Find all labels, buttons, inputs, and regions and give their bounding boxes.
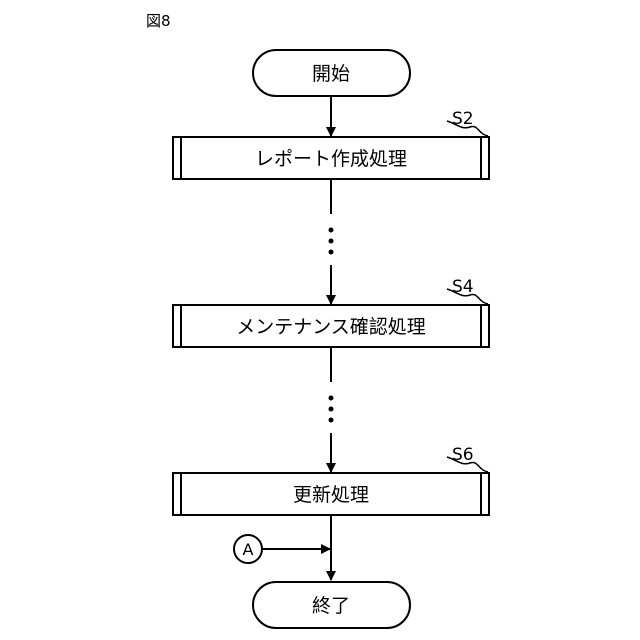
step-id-s2: S2	[452, 109, 474, 129]
process-box-s4: メンテナンス確認処理	[173, 305, 489, 347]
process-label-s6: 更新処理	[293, 484, 369, 506]
figure-label: 図8	[146, 12, 171, 30]
connector-label: A	[243, 540, 254, 559]
end-label: 終了	[312, 595, 350, 617]
connector-a: A	[234, 535, 262, 563]
process-label-s2: レポート作成処理	[255, 148, 407, 170]
step-id-s6: S6	[452, 445, 474, 465]
start-label: 開始	[312, 63, 350, 85]
process-box-s2: レポート作成処理	[173, 137, 489, 179]
process-box-s6: 更新処理	[173, 473, 489, 515]
step-id-s4: S4	[452, 277, 474, 297]
continuation-dots	[329, 228, 334, 255]
start-terminal: 開始	[253, 50, 410, 96]
continuation-dots	[329, 396, 334, 423]
end-terminal: 終了	[253, 582, 410, 628]
process-label-s4: メンテナンス確認処理	[236, 316, 426, 338]
